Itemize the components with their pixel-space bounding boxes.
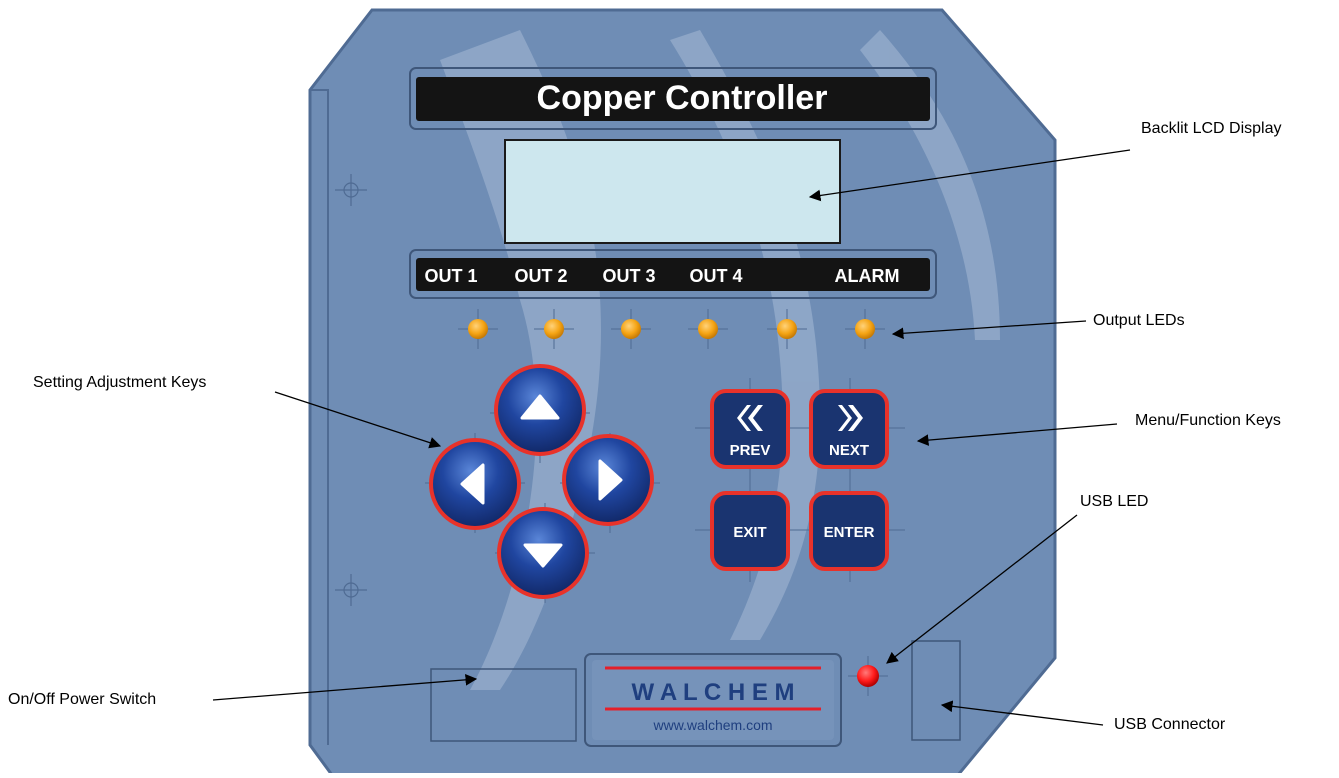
next-key-label: NEXT <box>829 442 869 459</box>
backlit-lcd-display <box>504 139 841 244</box>
usb-connector-outline[interactable] <box>911 640 961 741</box>
power-switch-outline[interactable] <box>430 668 577 742</box>
power-switch-callout-label: On/Off Power Switch <box>8 691 157 708</box>
usb-led-callout-line <box>886 514 1078 664</box>
adjust-keys-callout-line <box>274 391 442 449</box>
mounting-crosshairs <box>335 174 367 606</box>
alarm-led <box>855 319 875 339</box>
output-leds-callout-line <box>891 320 1087 340</box>
double-chevron-right-icon <box>838 405 863 431</box>
usb-led-callout-label: USB LED <box>1080 493 1149 510</box>
prev-key-label: PREV <box>730 442 771 459</box>
menu-keys-callout-line <box>916 423 1118 446</box>
output-led-1 <box>468 319 488 339</box>
output-label-frame <box>409 249 937 299</box>
output-label-3: OUT 3 <box>602 266 655 286</box>
output-label-strip <box>416 258 930 291</box>
title-strip <box>416 77 930 121</box>
adjust-keys-callout-label: Setting Adjustment Keys <box>33 374 207 391</box>
down-arrow-key[interactable] <box>497 507 589 599</box>
output-led-3 <box>621 319 641 339</box>
panel-side-notch <box>310 89 329 745</box>
left-arrow-icon <box>460 463 485 505</box>
right-arrow-icon <box>598 459 623 501</box>
exit-key-label: EXIT <box>733 524 766 541</box>
menu-keys-callout-label: Menu/Function Keys <box>1135 412 1281 429</box>
lcd-callout-label: Backlit LCD Display <box>1141 120 1282 137</box>
brand-logo-text: W A L C H E M <box>631 679 794 706</box>
prev-key[interactable]: PREV <box>710 389 790 469</box>
output-label-1: OUT 1 <box>424 266 477 286</box>
title-text: Copper Controller <box>537 79 828 117</box>
enter-key-label: ENTER <box>824 524 875 541</box>
alarm-label: ALARM <box>835 266 900 286</box>
usb-led <box>857 665 879 687</box>
double-chevron-left-icon <box>737 405 763 431</box>
up-arrow-icon <box>520 394 560 420</box>
output-led-5 <box>777 319 797 339</box>
up-arrow-key[interactable] <box>494 364 586 456</box>
power-switch-callout-line <box>212 674 478 701</box>
brand-website: www.walchem.com <box>652 717 772 733</box>
callout-lines <box>212 149 1131 726</box>
usb-connector-callout-label: USB Connector <box>1114 716 1226 733</box>
brand-inner <box>592 660 834 740</box>
left-arrow-key[interactable] <box>429 438 521 530</box>
usb-connector-callout-line <box>940 700 1104 726</box>
exit-key[interactable]: EXIT <box>710 491 790 571</box>
right-arrow-key[interactable] <box>562 434 654 526</box>
enter-key[interactable]: ENTER <box>809 491 889 571</box>
output-label-4: OUT 4 <box>689 266 742 286</box>
next-key[interactable]: NEXT <box>809 389 889 469</box>
output-leds-callout-label: Output LEDs <box>1093 312 1185 329</box>
lcd-callout-line <box>808 149 1131 202</box>
output-led-4 <box>698 319 718 339</box>
output-label-2: OUT 2 <box>514 266 567 286</box>
title-frame <box>409 67 937 130</box>
output-led-2 <box>544 319 564 339</box>
down-arrow-icon <box>523 543 563 568</box>
